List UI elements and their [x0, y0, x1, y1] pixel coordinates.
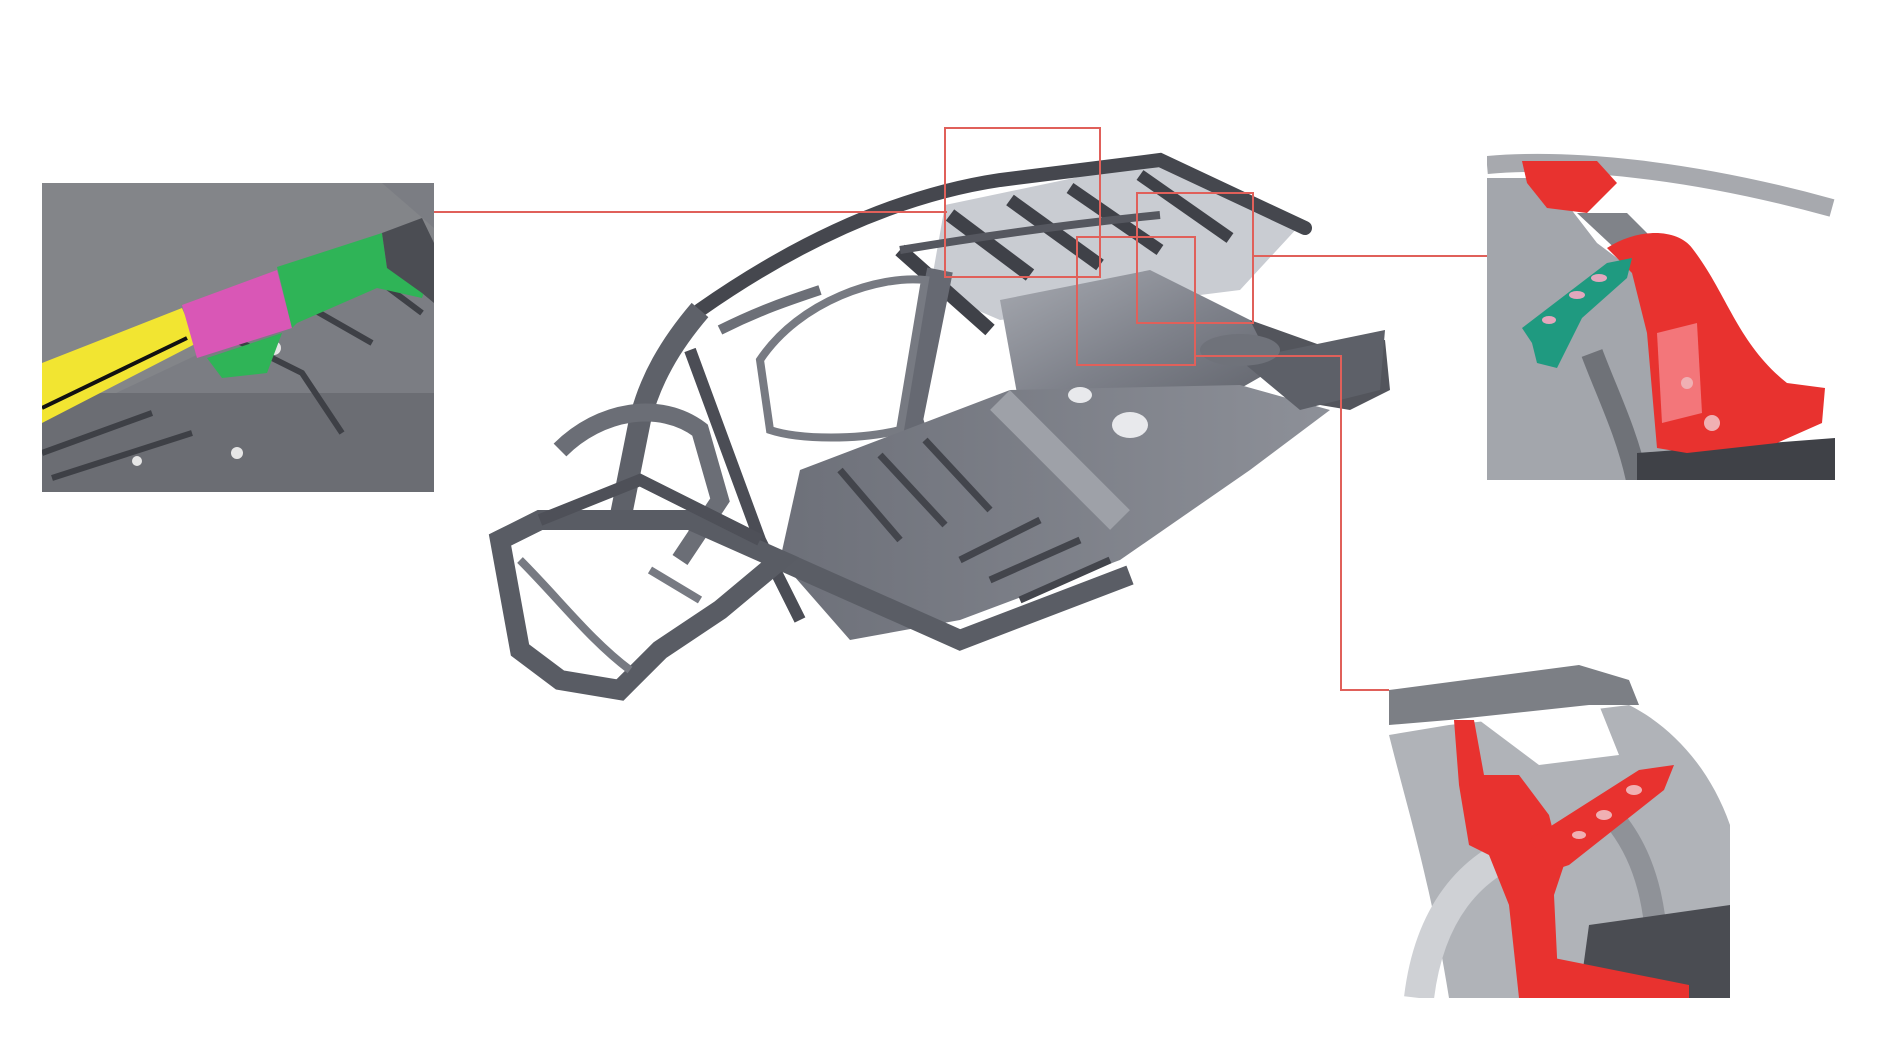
leader-lines — [434, 211, 1487, 691]
floor-pan — [775, 385, 1330, 651]
roof-structure — [693, 152, 1312, 336]
inset-c-pillar-upper — [1487, 153, 1835, 480]
inset-roof-side-rail — [42, 183, 434, 492]
red-top-bracket — [1522, 161, 1617, 213]
callout-box-c-pillar-lower — [1076, 236, 1196, 366]
red-pillar-reinforcement — [1454, 720, 1564, 998]
bottom-right-leader-line — [1196, 355, 1389, 691]
yellow-reinforcement-part — [42, 308, 197, 423]
green-reinforcement-part — [277, 233, 427, 328]
teal-brace — [1522, 258, 1632, 368]
front-structure — [488, 403, 799, 701]
callout-box-roof-rail — [944, 127, 1101, 278]
magenta-reinforcement-part — [182, 270, 292, 358]
rear-structure — [1200, 330, 1385, 410]
inset-c-pillar-lower — [1389, 665, 1730, 998]
